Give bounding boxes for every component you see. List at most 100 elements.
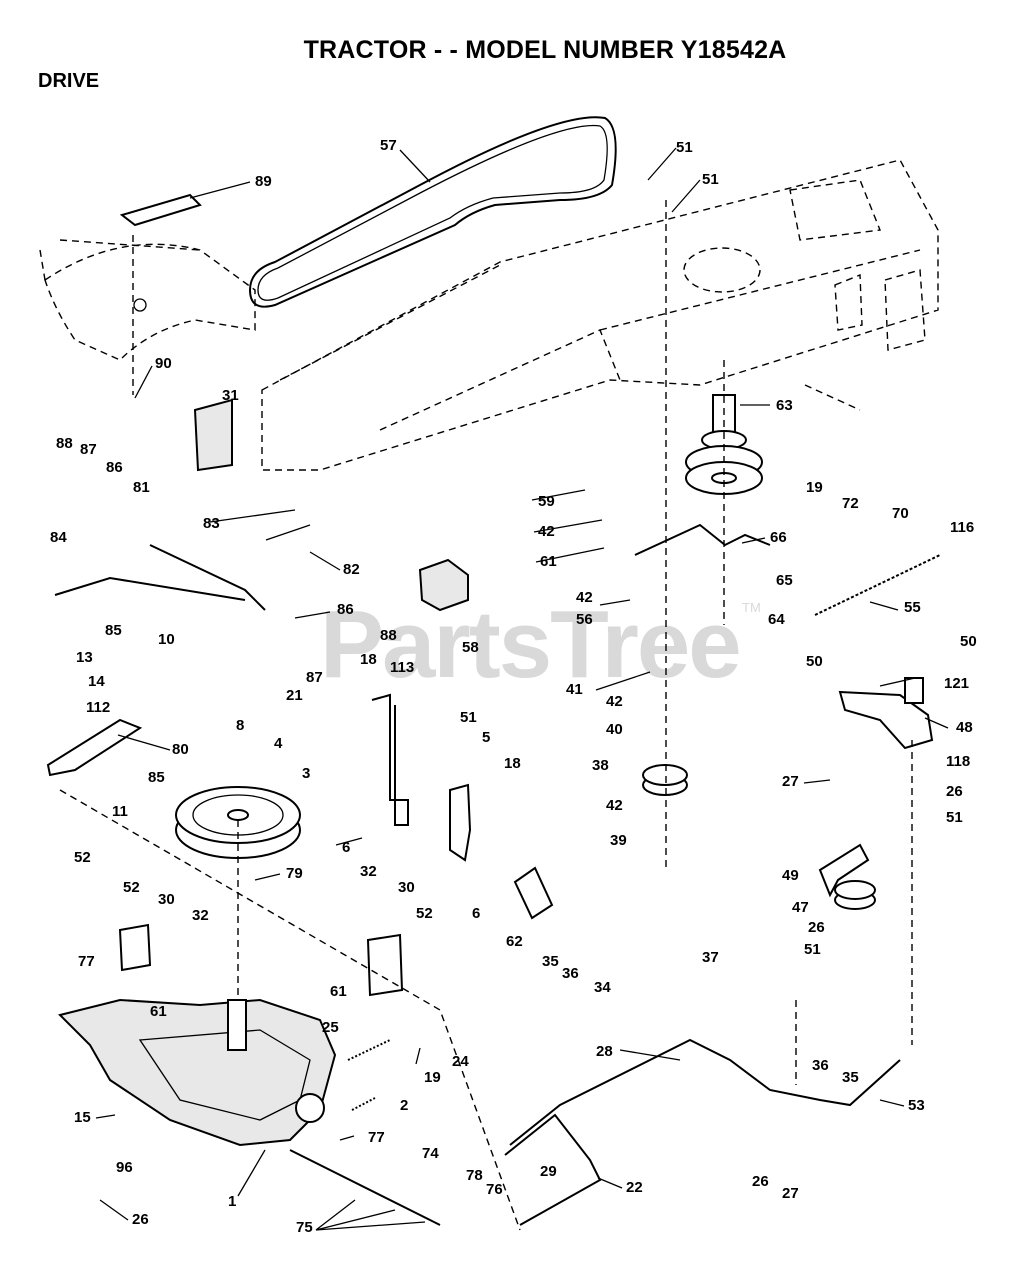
callout-83: 83 [203, 515, 220, 532]
spring [351, 1097, 376, 1111]
arm [46, 718, 143, 777]
callout-56: 56 [576, 611, 593, 628]
drive-belt [248, 116, 617, 308]
callout-38: 38 [592, 757, 609, 774]
callout-8: 8 [236, 717, 244, 734]
callout-35: 35 [842, 1069, 859, 1086]
bracket [366, 933, 404, 997]
callout-86: 86 [106, 459, 123, 476]
callout-62: 62 [506, 933, 523, 950]
callout-27: 27 [782, 773, 799, 790]
callout-53: 53 [908, 1097, 925, 1114]
callout-75: 75 [296, 1219, 313, 1236]
callout-51: 51 [946, 809, 963, 826]
bracket [818, 843, 870, 898]
callout-40: 40 [606, 721, 623, 738]
callout-82: 82 [343, 561, 360, 578]
callout-18: 18 [504, 755, 521, 772]
transmission-pulley [175, 786, 301, 859]
callout-36: 36 [562, 965, 579, 982]
callout-63: 63 [776, 397, 793, 414]
callout-86: 86 [337, 601, 354, 618]
callout-51: 51 [460, 709, 477, 726]
bracket [371, 693, 409, 826]
callout-89: 89 [255, 173, 272, 190]
callout-42: 42 [538, 523, 555, 540]
callout-59: 59 [538, 493, 555, 510]
frame-outline [261, 159, 939, 471]
callout-118: 118 [946, 753, 970, 770]
bracket [449, 783, 472, 862]
callout-32: 32 [192, 907, 209, 924]
callout-25: 25 [322, 1019, 339, 1036]
callout-74: 74 [422, 1145, 439, 1162]
callout-52: 52 [74, 849, 91, 866]
callout-39: 39 [610, 832, 627, 849]
bracket [418, 558, 469, 612]
callout-61: 61 [540, 553, 557, 570]
belt-guide [634, 523, 771, 556]
callout-37: 37 [702, 949, 719, 966]
idler-pulley [642, 764, 688, 796]
shaft [149, 544, 266, 611]
callout-81: 81 [133, 479, 150, 496]
callout-27: 27 [782, 1185, 799, 1202]
callout-32: 32 [360, 863, 377, 880]
rod [509, 1038, 901, 1146]
callout-88: 88 [56, 435, 73, 452]
callout-11: 11 [112, 803, 128, 820]
callout-10: 10 [158, 631, 175, 648]
spacer [513, 866, 554, 920]
callout-87: 87 [306, 669, 323, 686]
callout-77: 77 [368, 1129, 385, 1146]
callout-24: 24 [452, 1053, 469, 1070]
callout-26: 26 [132, 1211, 149, 1228]
callout-121: 121 [944, 675, 969, 692]
callout-58: 58 [462, 639, 479, 656]
callout-96: 96 [116, 1159, 133, 1176]
callout-49: 49 [782, 867, 799, 884]
transaxle [58, 998, 441, 1226]
callout-57: 57 [380, 137, 397, 154]
callout-48: 48 [956, 719, 973, 736]
callout-66: 66 [770, 529, 787, 546]
callout-28: 28 [596, 1043, 613, 1060]
callout-113: 113 [390, 659, 414, 676]
callout-90: 90 [155, 355, 172, 372]
callout-80: 80 [172, 741, 189, 758]
callout-50: 50 [806, 653, 823, 670]
callout-78: 78 [466, 1167, 483, 1184]
callout-19: 19 [806, 479, 823, 496]
callout-30: 30 [398, 879, 415, 896]
spring [347, 1039, 391, 1061]
callout-36: 36 [812, 1057, 829, 1074]
callout-70: 70 [892, 505, 909, 522]
idler-pulley [834, 880, 876, 910]
callout-84: 84 [50, 529, 67, 546]
callout-52: 52 [416, 905, 433, 922]
callout-61: 61 [330, 983, 347, 1000]
rod [54, 576, 246, 601]
callout-116: 116 [950, 519, 974, 536]
callout-22: 22 [626, 1179, 643, 1196]
callout-42: 42 [576, 589, 593, 606]
callout-64: 64 [768, 611, 785, 628]
callout-87: 87 [80, 441, 97, 458]
callout-85: 85 [148, 769, 165, 786]
bracket [193, 398, 233, 472]
callout-14: 14 [88, 673, 105, 690]
callout-85: 85 [105, 622, 122, 639]
callout-34: 34 [594, 979, 611, 996]
callout-51: 51 [702, 171, 719, 188]
callout-51: 51 [676, 139, 693, 156]
watermark-tm: TM [742, 600, 761, 615]
callout-50: 50 [960, 633, 977, 650]
callout-19: 19 [424, 1069, 441, 1086]
callout-4: 4 [274, 735, 283, 752]
callout-31: 31 [222, 387, 239, 404]
callout-76: 76 [486, 1181, 503, 1198]
callout-26: 26 [752, 1173, 769, 1190]
callout-61: 61 [150, 1003, 167, 1020]
spring [814, 554, 941, 616]
